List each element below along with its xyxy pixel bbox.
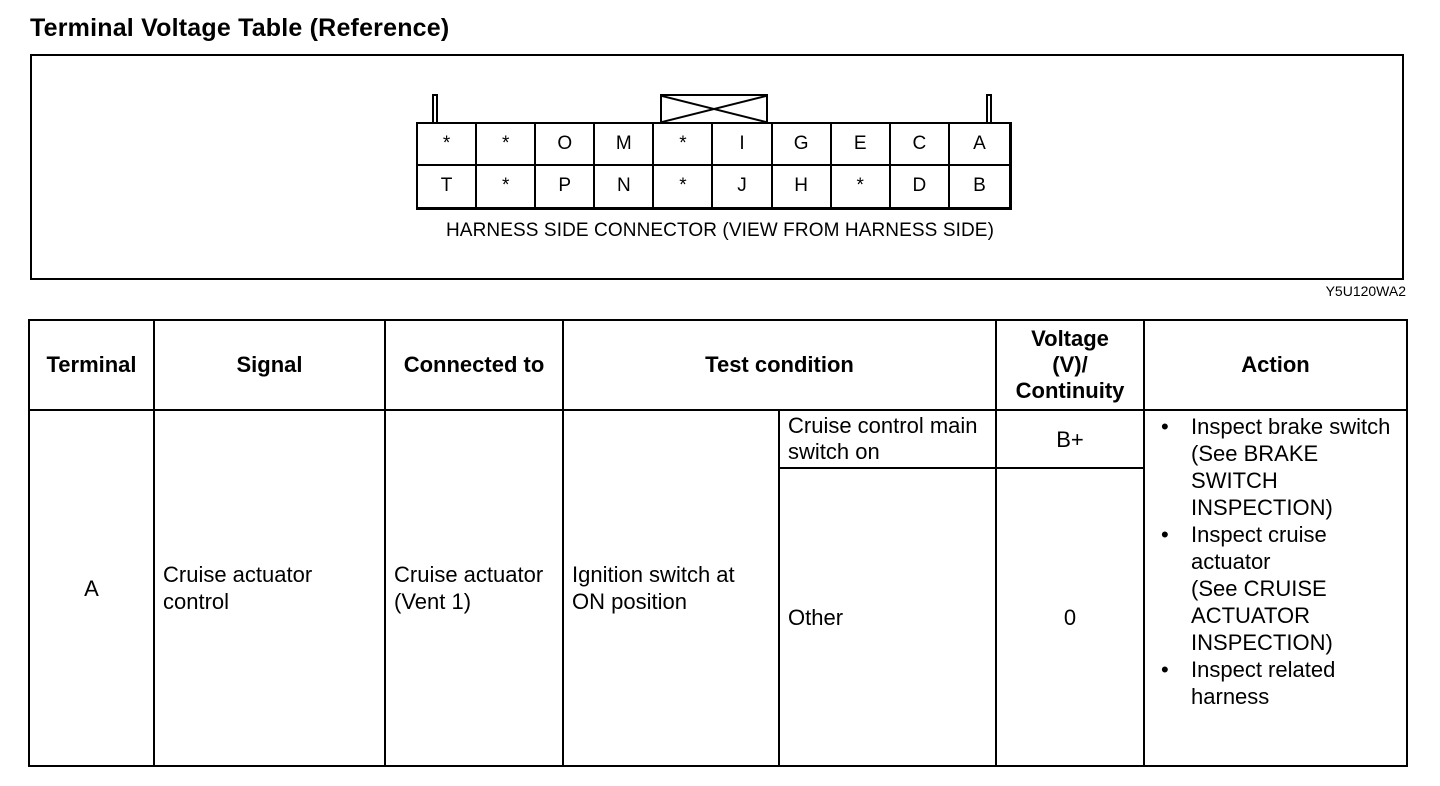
figure-code: Y5U120WA2: [1325, 283, 1406, 299]
table-row: A Cruise actuator control Cruise actuato…: [28, 409, 1409, 767]
cell-voltage: 0: [995, 467, 1146, 767]
connector-pin: *: [654, 165, 714, 207]
connector-lock-tab-right: [986, 94, 992, 122]
harness-connector-diagram: * * O M * I G E C A T * P N * J H * D B: [416, 94, 1012, 212]
connector-pin: T: [418, 165, 478, 207]
action-text: Inspect cruise actuator: [1191, 522, 1327, 574]
action-reference: (See BRAKE SWITCH INSPECTION): [1191, 441, 1333, 520]
connector-pin: J: [713, 165, 773, 207]
connector-pin: *: [477, 165, 537, 207]
header-voltage-line1: Voltage: [1031, 326, 1109, 351]
connector-pin: D: [891, 165, 950, 207]
connector-pin: H: [773, 165, 832, 207]
action-text: Inspect brake switch: [1191, 414, 1391, 439]
table-header-row: Terminal Signal Connected to Test condit…: [28, 319, 1409, 411]
action-list: Inspect brake switch (See BRAKE SWITCH I…: [1153, 413, 1398, 710]
pin-grid: * * O M * I G E C A T * P N * J H * D B: [416, 122, 1012, 210]
connector-lock-tab-left: [432, 94, 438, 122]
action-text: Inspect related harness: [1191, 657, 1336, 709]
connector-pin: G: [772, 124, 832, 166]
cell-voltage: B+: [995, 409, 1146, 469]
table-row: Other 0: [29, 467, 1407, 767]
connector-pin: *: [477, 124, 537, 166]
cell-test-condition: Ignition switch at ON position: [562, 409, 780, 767]
terminal-voltage-table: Terminal Signal Connected to Test condit…: [28, 319, 1409, 767]
connector-pin: I: [713, 124, 773, 166]
connector-pin: A: [949, 124, 1009, 166]
connector-pin: C: [890, 124, 950, 166]
list-item: Inspect related harness: [1153, 656, 1398, 710]
cell-action: Inspect brake switch (See BRAKE SWITCH I…: [1143, 409, 1409, 767]
connector-pin: P: [536, 165, 596, 207]
connector-latch: [660, 94, 768, 124]
connector-caption: HARNESS SIDE CONNECTOR (VIEW FROM HARNES…: [445, 220, 995, 241]
connector-pin: N: [595, 165, 655, 207]
connector-pin: *: [654, 124, 714, 166]
cell-sub-condition: Other: [777, 467, 998, 767]
header-connected-to: Connected to: [384, 319, 564, 411]
header-action: Action: [1143, 319, 1409, 411]
list-item: Inspect brake switch (See BRAKE SWITCH I…: [1153, 413, 1398, 521]
cell-connected-to: Cruise actuator (Vent 1): [384, 409, 564, 767]
connector-pin: B: [973, 175, 986, 197]
cell-terminal: A: [28, 409, 155, 767]
header-test-condition: Test condition: [561, 319, 998, 411]
list-item: Inspect cruise actuator (See CRUISE ACTU…: [1153, 521, 1398, 656]
action-reference: (See CRUISE ACTUATOR INSPECTION): [1191, 576, 1333, 655]
cell-sub-condition: Cruise control main switch on: [777, 409, 998, 469]
header-voltage: Voltage (V)/ Continuity: [995, 319, 1146, 411]
header-voltage-line3: Continuity: [1015, 378, 1125, 403]
cell-signal: Cruise actuator control: [153, 409, 386, 767]
header-terminal: Terminal: [28, 319, 155, 411]
connector-pin: O: [536, 124, 596, 166]
connector-pin: M: [595, 124, 655, 166]
page-title: Terminal Voltage Table (Reference): [30, 14, 450, 42]
header-voltage-line2: (V)/: [1052, 352, 1088, 377]
connector-pin: E: [831, 124, 891, 166]
connector-pin: *: [832, 165, 891, 207]
header-signal: Signal: [153, 319, 386, 411]
connector-figure: [30, 54, 1404, 280]
connector-pin: *: [418, 124, 478, 166]
